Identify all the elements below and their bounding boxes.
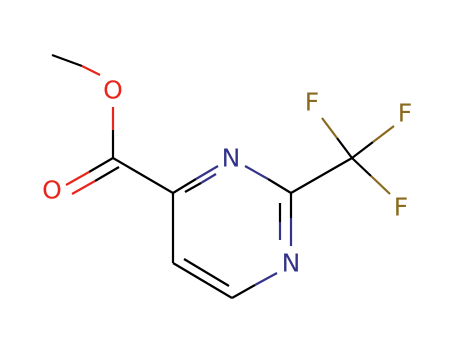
bond-c4-n3 [172,178,197,194]
atom-methyl-oxygen: O [103,76,123,105]
bond-cf-f1 [336,137,353,159]
bond-n1-c6 [231,284,256,299]
bond-n3-c2-blue [244,165,269,180]
bond-c6-c5 [172,262,233,299]
bond-c6-c5-inner [183,258,230,287]
bond-cf-f2-colored [372,125,395,143]
bond-c-o-double-b [94,166,120,182]
bond-c4-n3-inner-blue [200,173,217,184]
bond-c2-cf3 [290,157,353,194]
bond-c4-n3-blue [195,165,219,180]
bond-cf-f3 [351,157,372,177]
bond-c-o-double-a-red [65,171,90,186]
bond-methyl-o-red [81,65,101,76]
bond-cf-f2 [351,141,374,159]
atom-ring-nitrogen-3: N [222,144,241,173]
bond-carbonyl-ring [112,157,174,194]
bond-n3-c2 [267,178,292,194]
atom-carbonyl-oxygen: O [42,176,62,205]
bond-methyl-o [51,53,83,68]
atom-fluorine-1: F [305,88,319,117]
atom-fluorine-2: F [398,99,412,128]
bond-cf-f1-colored [321,117,338,139]
bond-c-o-double-b-red [71,180,96,195]
bond-n1-c6-blue [254,272,278,286]
bond-cf-f3-colored [370,175,391,195]
atom-fluorine-3: F [394,193,408,222]
atom-ring-nitrogen-1: N [282,249,301,278]
bond-c-o-double-a [88,157,114,173]
bond-c4-n3-inner [184,182,202,193]
